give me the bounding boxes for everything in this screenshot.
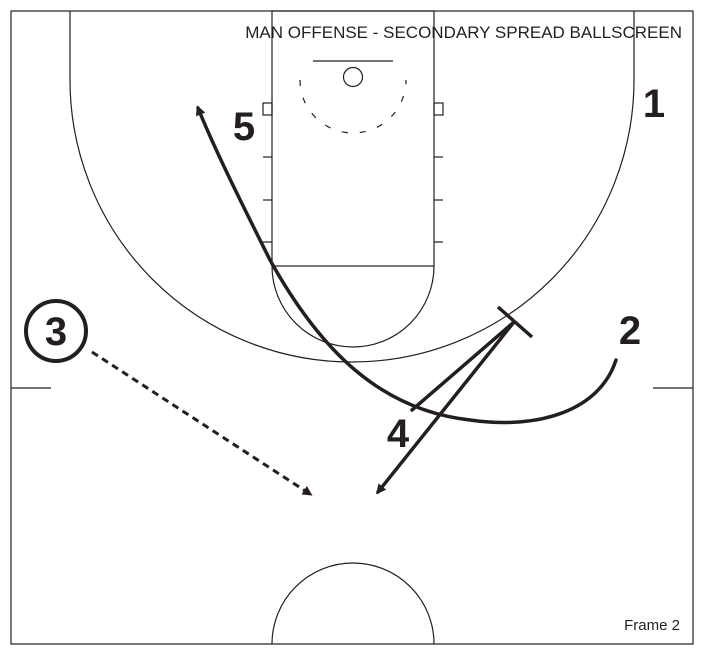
three-point-line <box>69 11 635 363</box>
player-4-label: 4 <box>387 412 410 456</box>
center-circle <box>271 562 435 645</box>
frame-label: Frame 2 <box>624 617 680 634</box>
player-5-cut-arrow <box>195 105 618 425</box>
player-4-screen-path <box>410 320 516 412</box>
court-boundary <box>10 10 694 645</box>
restricted-area <box>299 79 407 134</box>
player-3-circle <box>24 299 88 363</box>
player-4-roll-arrow <box>376 320 516 495</box>
free-throw-circle <box>271 265 435 348</box>
lane-block-left <box>262 102 273 116</box>
player-2-label: 2 <box>619 309 641 353</box>
lane-block-right <box>433 102 444 116</box>
basket-rim <box>342 66 364 88</box>
player-5-label: 5 <box>233 105 255 149</box>
player-3-label: 3 <box>45 310 67 354</box>
pass-arrow-3 <box>91 350 313 496</box>
diagram-title: MAN OFFENSE - SECONDARY SPREAD BALLSCREE… <box>245 23 682 42</box>
player-1-label: 1 <box>643 82 665 126</box>
free-throw-lane <box>271 10 435 267</box>
